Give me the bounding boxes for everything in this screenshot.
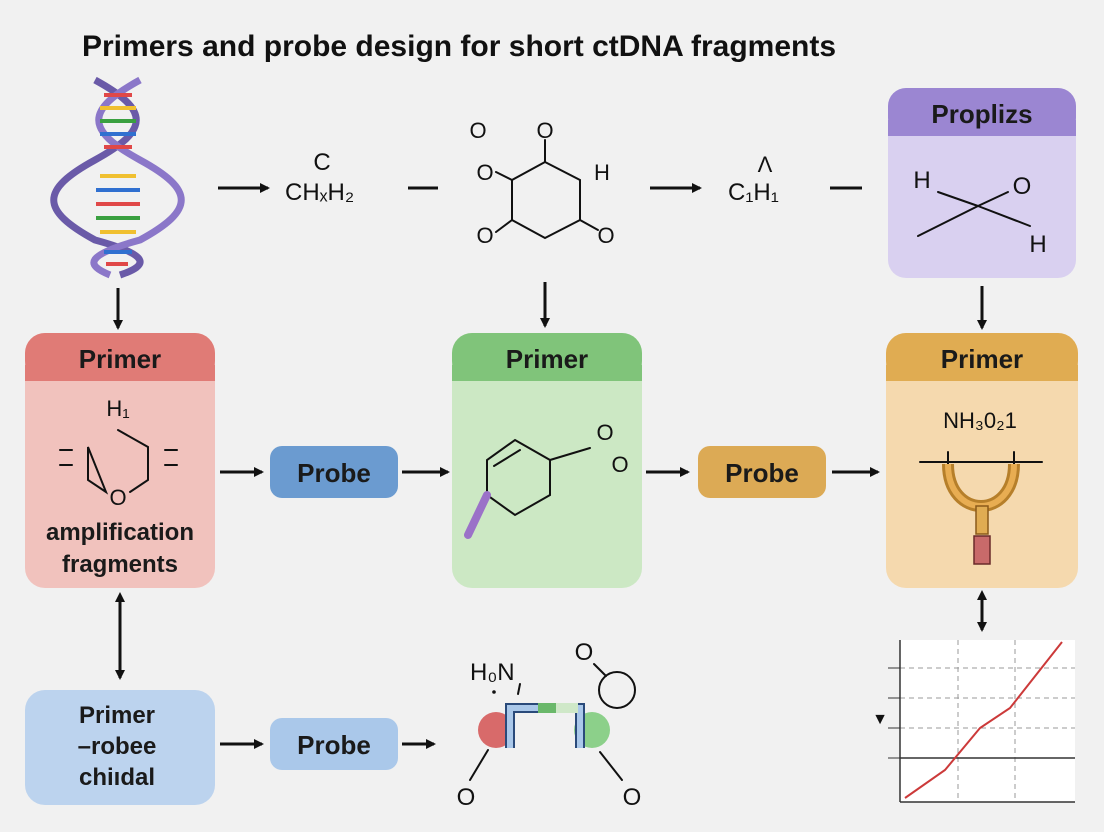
- ring-top-h: H: [594, 160, 610, 185]
- proplizs-h2: H: [1029, 231, 1046, 258]
- bottom-chem-o-top: O: [575, 639, 594, 666]
- left-primer-formula: H₁: [106, 396, 129, 421]
- bottom-primer-box: Primer –robee chiıdal: [25, 690, 215, 805]
- center-primer-header: Primer: [506, 344, 588, 374]
- ring-top-o3: O: [476, 160, 493, 185]
- left-ring-o: O: [109, 485, 126, 510]
- bottom-chem-o-right: O: [623, 784, 642, 811]
- bottom-chem-formula: H₀N: [470, 659, 515, 686]
- proplizs-box: Proplizs H O H: [888, 88, 1076, 278]
- probe-mid-right: Probe: [698, 446, 826, 498]
- right-primer-box: Primer NH₃0₂1: [886, 333, 1078, 588]
- probe-bottom: Probe: [270, 718, 398, 770]
- probe-bottom-label: Probe: [297, 730, 371, 760]
- dna-helix-icon: [50, 76, 185, 279]
- right-primer-formula: NH₃0₂1: [943, 408, 1017, 433]
- bottom-chem-structure: H₀N O O O: [457, 639, 642, 811]
- formula2-text: C₁H₁: [728, 179, 779, 206]
- right-primer-header: Primer: [941, 344, 1023, 374]
- ring-top-o4: O: [476, 223, 493, 248]
- proplizs-header: Proplizs: [931, 99, 1032, 129]
- left-primer-box: Primer H₁ O amplification fragments: [25, 333, 215, 588]
- left-primer-header: Primer: [79, 344, 161, 374]
- center-o-small: O: [596, 420, 613, 445]
- left-primer-line2: fragments: [62, 551, 178, 578]
- bottom-box-line2: –robee: [78, 733, 157, 760]
- ring-top-o1: O: [469, 118, 486, 143]
- ring-top-o5: O: [597, 223, 614, 248]
- proplizs-o: O: [1013, 173, 1032, 200]
- center-o-small2: O: [611, 452, 628, 477]
- bottom-chem-o-left: O: [457, 784, 476, 811]
- probe-mid-right-label: Probe: [725, 458, 799, 488]
- center-primer-box: Primer O O: [452, 333, 642, 588]
- probe-mid-left-label: Probe: [297, 458, 371, 488]
- probe-mid-left: Probe: [270, 446, 398, 498]
- bottom-box-line3: chiıdal: [79, 764, 155, 791]
- ring-molecule-top: O O H O O O: [469, 118, 614, 248]
- formula2-top: Λ: [758, 152, 773, 177]
- formula1-top-atom: C: [313, 149, 330, 176]
- formula1-text: CHₓH₂: [285, 179, 354, 206]
- proplizs-h1: H: [913, 167, 930, 194]
- ring-top-o2: O: [536, 118, 553, 143]
- chart-marker-icon: ▼: [872, 711, 888, 728]
- left-primer-line1: amplification: [46, 519, 194, 546]
- mini-chart: ▼: [872, 640, 1075, 803]
- bottom-box-line1: Primer: [79, 702, 155, 729]
- diagram-title: Primers and probe design for short ctDNA…: [82, 30, 836, 63]
